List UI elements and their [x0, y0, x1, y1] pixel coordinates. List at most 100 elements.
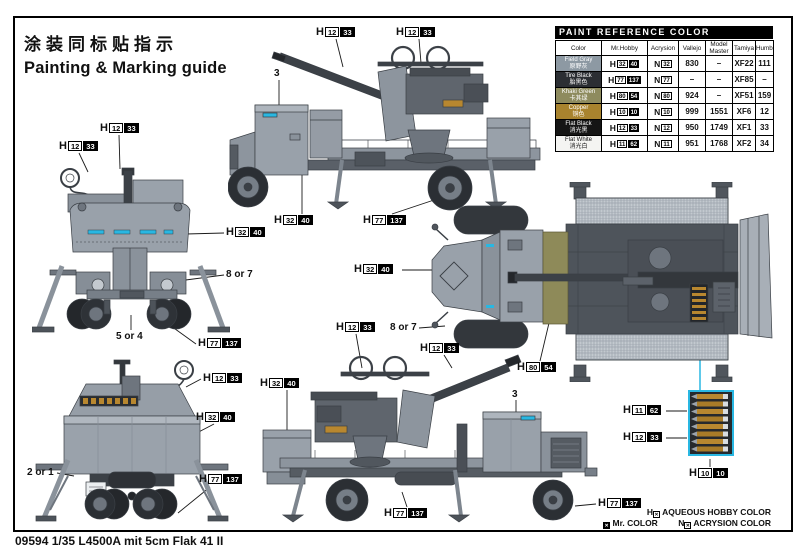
column-header: Acrysion	[647, 40, 679, 56]
page-title: 涂装同标贴指示 Painting & Marking guide	[24, 30, 227, 78]
outrigger-legs	[326, 159, 508, 210]
column-header: Vallejo	[678, 40, 706, 56]
front-view-drawing	[32, 167, 230, 333]
model-master-cell: –	[705, 55, 733, 72]
side-view-drawing	[228, 45, 541, 211]
column-header: Humbrol	[755, 40, 774, 56]
flak-gun-side-mirrored	[310, 354, 522, 468]
humbrol-cell: 12	[755, 103, 774, 120]
color-name-en: Tire Black	[565, 72, 592, 79]
open-box-icon: ✕	[684, 522, 692, 529]
vallejo-cell: 950	[678, 119, 706, 136]
wheels-side	[228, 165, 473, 211]
tamiya-cell: XF22	[732, 55, 756, 72]
color-name-zh: 原野灰	[569, 63, 588, 70]
wheels-front	[66, 298, 192, 330]
tamiya-cell: XF2	[732, 135, 756, 152]
color-legend: H✕ AQUEOUS HOBBY COLOR ✕ Mr. COLOR N✕ AC…	[603, 507, 771, 529]
color-name-en: Flat Black	[565, 120, 592, 127]
column-header: Mr.Hobby	[601, 40, 648, 56]
model-master-cell: –	[705, 71, 733, 88]
legend-line-mr-acrysion: ✕ Mr. COLOR N✕ ACRYSION COLOR	[603, 518, 771, 529]
tamiya-cell: XF6	[732, 103, 756, 120]
outrigger-legs-mirrored	[281, 469, 471, 523]
title-english: Painting & Marking guide	[24, 59, 227, 77]
color-name-en: Field Gray	[564, 56, 593, 63]
humbrol-cell: –	[755, 71, 774, 88]
vallejo-cell: 999	[678, 103, 706, 120]
humbrol-cell: 34	[755, 135, 774, 152]
humbrol-cell: 111	[755, 55, 774, 72]
tamiya-cell: XF1	[732, 119, 756, 136]
color-name-zh: 消光白	[569, 143, 588, 150]
title-chinese: 涂装同标贴指示	[24, 35, 178, 54]
model-master-cell: –	[705, 87, 733, 104]
color-name-zh: 消光黑	[569, 127, 588, 134]
vallejo-cell: 924	[678, 87, 706, 104]
top-view-drawing	[431, 182, 773, 382]
tamiya-cell: XF51	[732, 87, 756, 104]
color-name-en: Khaki Green	[561, 88, 596, 95]
tamiya-cell: XF85	[732, 71, 756, 88]
humbrol-cell: 33	[755, 119, 774, 136]
outrigger-jacks	[569, 182, 733, 382]
wheels-side-mirrored	[325, 478, 574, 522]
column-header: Color	[555, 40, 602, 56]
paint-table-title: PAINT REFERENCE COLOR	[555, 26, 773, 39]
rear-view-drawing	[35, 359, 229, 522]
humbrol-cell: 159	[755, 87, 774, 104]
color-name-zh: 铜色	[572, 111, 585, 118]
ammo-shells	[691, 394, 728, 452]
filled-box-icon: ✕	[603, 522, 611, 529]
flak-gun-side	[271, 45, 489, 164]
kit-caption: 09594 1/35 L4500A mit 5cm Flak 41 II	[15, 534, 224, 548]
color-name-zh: 胎黑色	[569, 79, 588, 86]
column-header: Tamiya	[732, 40, 756, 56]
outrigger-legs-front	[32, 265, 230, 333]
color-name-zh: 卡其绿	[569, 95, 588, 102]
page-border-frame	[13, 16, 793, 532]
open-box-icon: ✕	[653, 511, 661, 518]
vallejo-cell: 951	[678, 135, 706, 152]
ammo-clip-detail	[688, 390, 734, 456]
model-master-cell: 1768	[705, 135, 733, 152]
color-name-en: Flat White	[564, 136, 592, 143]
vallejo-cell: 830	[678, 55, 706, 72]
legend-line-aqueous: H✕ AQUEOUS HOBBY COLOR	[646, 507, 771, 518]
outrigger-legs-rear	[35, 459, 229, 522]
